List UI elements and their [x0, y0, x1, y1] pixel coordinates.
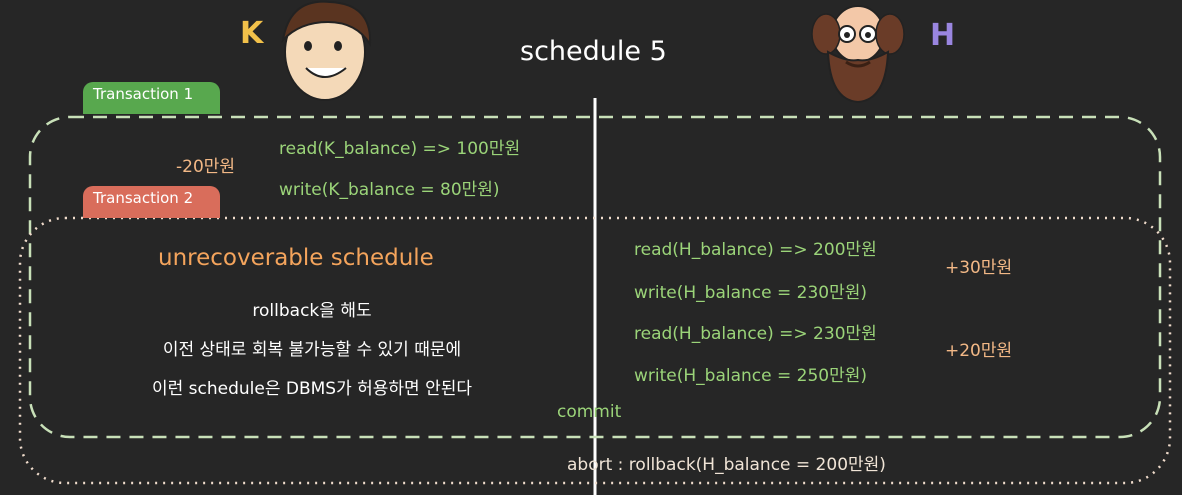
- transaction-2-tab: Transaction 2: [83, 186, 220, 218]
- transaction-1-boundary: [28, 115, 1162, 439]
- k-label: K: [240, 16, 264, 51]
- t2-write-op-2: write(H_balance = 250만원): [634, 366, 867, 386]
- t1-write-op: write(K_balance = 80만원): [279, 180, 500, 200]
- h-label: H: [930, 18, 956, 53]
- t2-delta-1: +30만원: [945, 258, 1013, 278]
- abort-label: abort : rollback(H_balance = 200만원): [567, 455, 886, 475]
- t2-write-op-1: write(H_balance = 230만원): [634, 283, 867, 303]
- commit-label: commit: [557, 402, 622, 422]
- transaction-1-tab: Transaction 1: [83, 82, 220, 114]
- t1-read-op: read(K_balance) => 100만원: [279, 139, 521, 159]
- h-avatar-icon: [811, 5, 905, 104]
- explanation-line-1: rollback을 해도: [252, 301, 372, 321]
- k-avatar-icon: [281, 0, 372, 101]
- page-title: schedule 5: [520, 36, 667, 67]
- t2-read-op-1: read(H_balance) => 200만원: [634, 240, 877, 260]
- explanation-line-2: 이전 상태로 회복 불가능할 수 있기 때문에: [162, 340, 462, 360]
- transaction-2-boundary: [18, 216, 1172, 485]
- t1-delta: -20만원: [176, 157, 236, 177]
- explanation-heading: unrecoverable schedule: [158, 245, 434, 271]
- t2-delta-2: +20만원: [945, 341, 1013, 361]
- t2-read-op-2: read(H_balance) => 230만원: [634, 324, 877, 344]
- explanation-line-3: 이런 schedule은 DBMS가 허용하면 안된다: [151, 379, 473, 399]
